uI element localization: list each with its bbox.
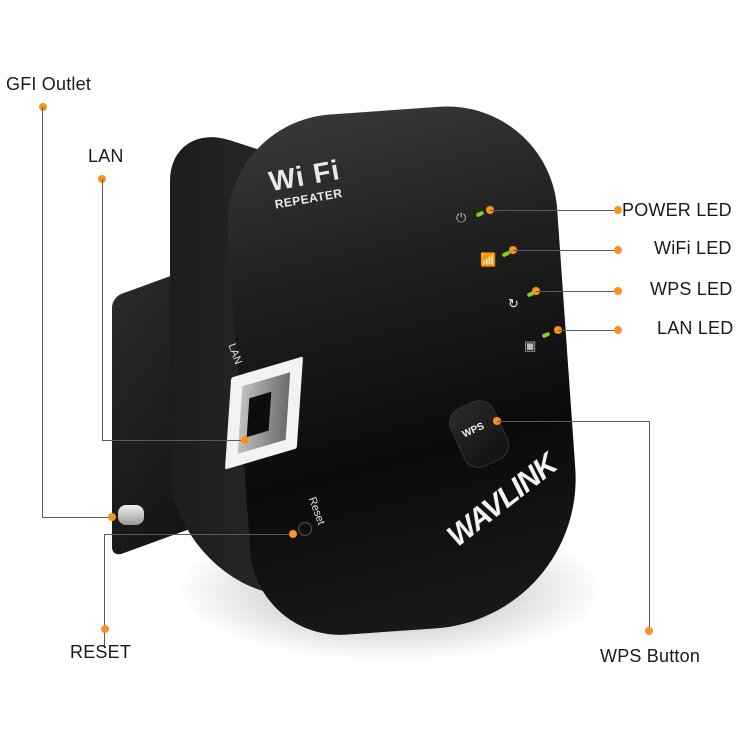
wps-sync-icon: ↻ [508,296,519,311]
leader-line [497,421,650,422]
leader-line [513,250,618,251]
callout-dot [614,206,622,214]
leader-line [490,210,618,211]
callout-dot [108,513,116,521]
callout-power-led: POWER LED [622,200,732,220]
callout-dot [241,436,249,444]
callout-dot [289,530,297,538]
leader-line [102,179,103,440]
wps-button-text: WPS [460,420,487,441]
lan-port-slot [246,391,272,438]
leader-line [42,107,43,518]
plug-pin [118,505,144,525]
leader-line [536,291,618,292]
wifi-signal-icon: 📶 [480,252,497,267]
callout-dot [614,287,622,295]
callout-reset: RESET [70,642,132,662]
callout-wifi-led: WiFi LED [654,238,732,258]
callout-dot [645,627,653,635]
leader-line [104,534,105,646]
callout-dot [614,326,622,334]
lan-computer-icon: ▣ [524,338,537,353]
leader-line [558,330,618,331]
leader-line [649,421,650,631]
callout-lan-led: LAN LED [657,318,734,338]
callout-wps-button: WPS Button [600,646,701,666]
power-icon: ⏻ [456,210,467,225]
leader-line [102,440,244,441]
callout-dot [39,103,47,111]
callout-dot [614,246,622,254]
reset-pinhole[interactable] [298,522,312,536]
leader-line [42,517,112,518]
callout-gfi-outlet: GFI Outlet [6,74,92,94]
leader-line [104,534,294,535]
callout-lan: LAN [88,146,124,166]
callout-dot [101,625,109,633]
callout-wps-led: WPS LED [650,279,733,299]
